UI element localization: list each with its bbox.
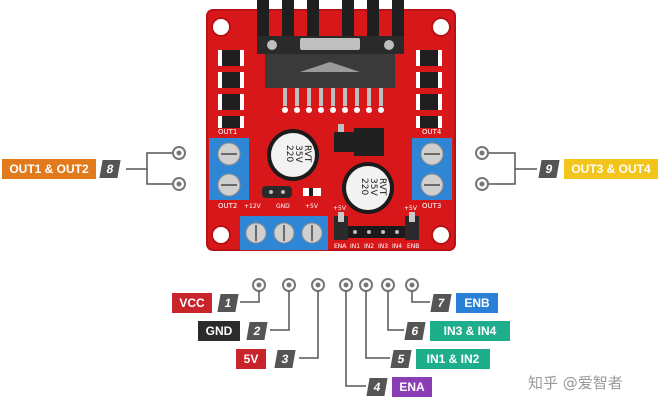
capacitor-right — [342, 162, 394, 214]
label-in3-in4: IN3 & IN4 — [430, 321, 510, 341]
terminal-power — [240, 216, 328, 250]
cap-right-line3: RVT — [377, 178, 387, 196]
silk-enb: ENB — [407, 243, 419, 250]
cap-right-line2: 35V — [368, 178, 378, 196]
heatsink — [257, 0, 404, 54]
number-6: 6 — [404, 322, 426, 340]
terminal-out1-out2 — [209, 138, 249, 200]
leader-out3-out4 — [485, 152, 537, 185]
driver-ic — [265, 54, 395, 113]
number-3: 3 — [274, 350, 296, 368]
label-gnd: GND — [198, 321, 240, 341]
voltage-regulator — [334, 124, 384, 156]
label-out3-out4: OUT3 & OUT4 — [564, 159, 658, 179]
label-out1-out2: OUT1 & OUT2 — [2, 159, 96, 179]
silk-plus12v: +12V — [244, 203, 262, 210]
number-2: 2 — [246, 322, 268, 340]
label-5v: 5V — [236, 349, 266, 369]
silk-in1: IN1 — [350, 243, 360, 250]
label-vcc: VCC — [172, 293, 212, 313]
terminal-out3-out4 — [412, 138, 452, 200]
number-9: 9 — [538, 160, 560, 178]
diode-column-right — [416, 50, 442, 128]
mounting-hole — [211, 17, 231, 37]
label-ena: ENA — [392, 377, 432, 397]
silk-out4: OUT4 — [422, 128, 442, 136]
label-in1-in2: IN1 & IN2 — [416, 349, 490, 369]
silk-plus5v: +5V — [305, 203, 319, 210]
mounting-hole — [431, 225, 451, 245]
cap-left-line2: 35V — [293, 145, 303, 163]
diode-column-left — [218, 50, 244, 128]
label-enb: ENB — [456, 293, 498, 313]
mounting-hole — [431, 17, 451, 37]
silk-in2: IN2 — [364, 243, 374, 250]
silk-out2: OUT2 — [218, 202, 237, 210]
capacitor-left — [267, 129, 319, 181]
silk-ena: ENA — [334, 243, 347, 250]
number-7: 7 — [430, 294, 452, 312]
silk-in3: IN3 — [378, 243, 388, 250]
number-1: 1 — [217, 294, 239, 312]
silk-jumper-5v-right: +5V — [404, 205, 418, 212]
silk-in4: IN4 — [392, 243, 402, 250]
number-5: 5 — [390, 350, 412, 368]
bottom-leaders — [240, 291, 430, 387]
silk-gnd: GND — [276, 203, 290, 210]
leader-out1-out2 — [126, 152, 175, 185]
silk-out1: OUT1 — [218, 128, 237, 136]
silk-out3: OUT3 — [422, 202, 441, 210]
cap-left-line1: 220 — [284, 145, 294, 162]
silk-jumper-5v-left: +5V — [333, 205, 347, 212]
bottom-pin-markers — [252, 278, 419, 292]
cap-right-line1: 220 — [359, 178, 369, 195]
mounting-hole — [211, 225, 231, 245]
number-4: 4 — [366, 378, 388, 396]
cap-left-line3: RVT — [302, 145, 312, 163]
watermark: 知乎 @爱智者 — [528, 374, 623, 392]
header-pins — [334, 212, 419, 240]
number-8: 8 — [99, 160, 121, 178]
jumper-5v-enable — [262, 186, 321, 198]
